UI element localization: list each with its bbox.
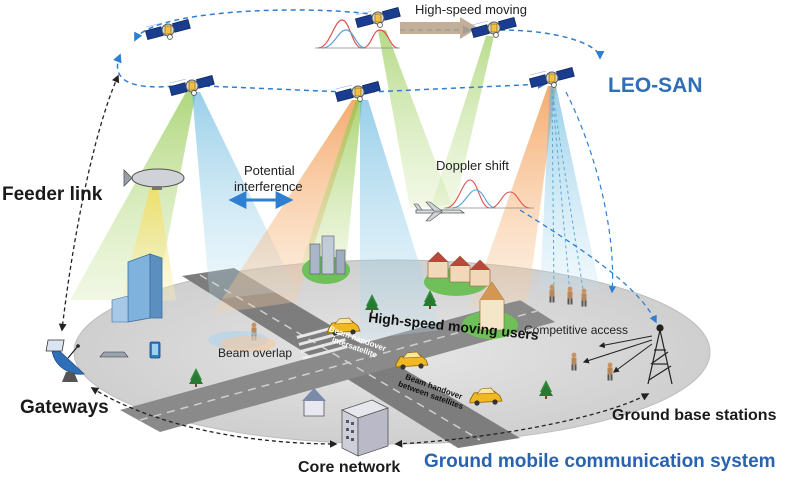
orbit-upper <box>135 9 600 58</box>
label-interference: interference <box>234 179 303 194</box>
beam-blue-right <box>540 86 600 290</box>
core-base-line <box>394 393 650 448</box>
house-icon <box>424 251 491 296</box>
label-core-network: Core network <box>298 459 401 476</box>
sat-base-line <box>519 209 657 324</box>
airship-icon <box>123 168 185 190</box>
building-icon <box>111 253 163 323</box>
label-competitive-access: Competitive access <box>524 323 629 337</box>
laptop-icon <box>45 339 129 358</box>
motion-arrow <box>400 17 478 39</box>
label-doppler-shift: Doppler shift <box>436 158 509 173</box>
satellite-icon <box>528 66 575 89</box>
feeder-link-line <box>58 74 120 332</box>
phone-icon <box>149 341 161 359</box>
building-icon <box>462 281 518 339</box>
label-ground-mobile-system: Ground mobile communication system <box>424 451 776 472</box>
satellite-icon <box>334 80 381 103</box>
beam-green-right2 <box>430 36 494 210</box>
satellite-icon <box>470 16 517 39</box>
label-gateways: Gateways <box>20 397 109 418</box>
airplane-icon <box>413 201 466 222</box>
beam-orange-right <box>470 86 556 308</box>
orbit-lower <box>117 55 545 93</box>
label-feeder-link: Feeder link <box>2 184 103 205</box>
tower-icon <box>647 324 673 385</box>
server-icon <box>340 399 390 457</box>
label-beam-overlap: Beam overlap <box>218 346 293 360</box>
label-potential: Potential <box>244 163 295 178</box>
label-high-speed-moving: High-speed moving <box>415 2 528 17</box>
label-ground-base-stations: Ground base stations <box>612 407 777 424</box>
satellite-icon <box>354 6 401 29</box>
beam-blue-center <box>360 100 440 340</box>
satellite-icon <box>168 74 215 97</box>
gateway-core-line <box>90 387 338 448</box>
label-leo-san: LEO-SAN <box>608 74 703 97</box>
beam-green-center <box>300 100 362 268</box>
building-icon <box>302 235 350 284</box>
